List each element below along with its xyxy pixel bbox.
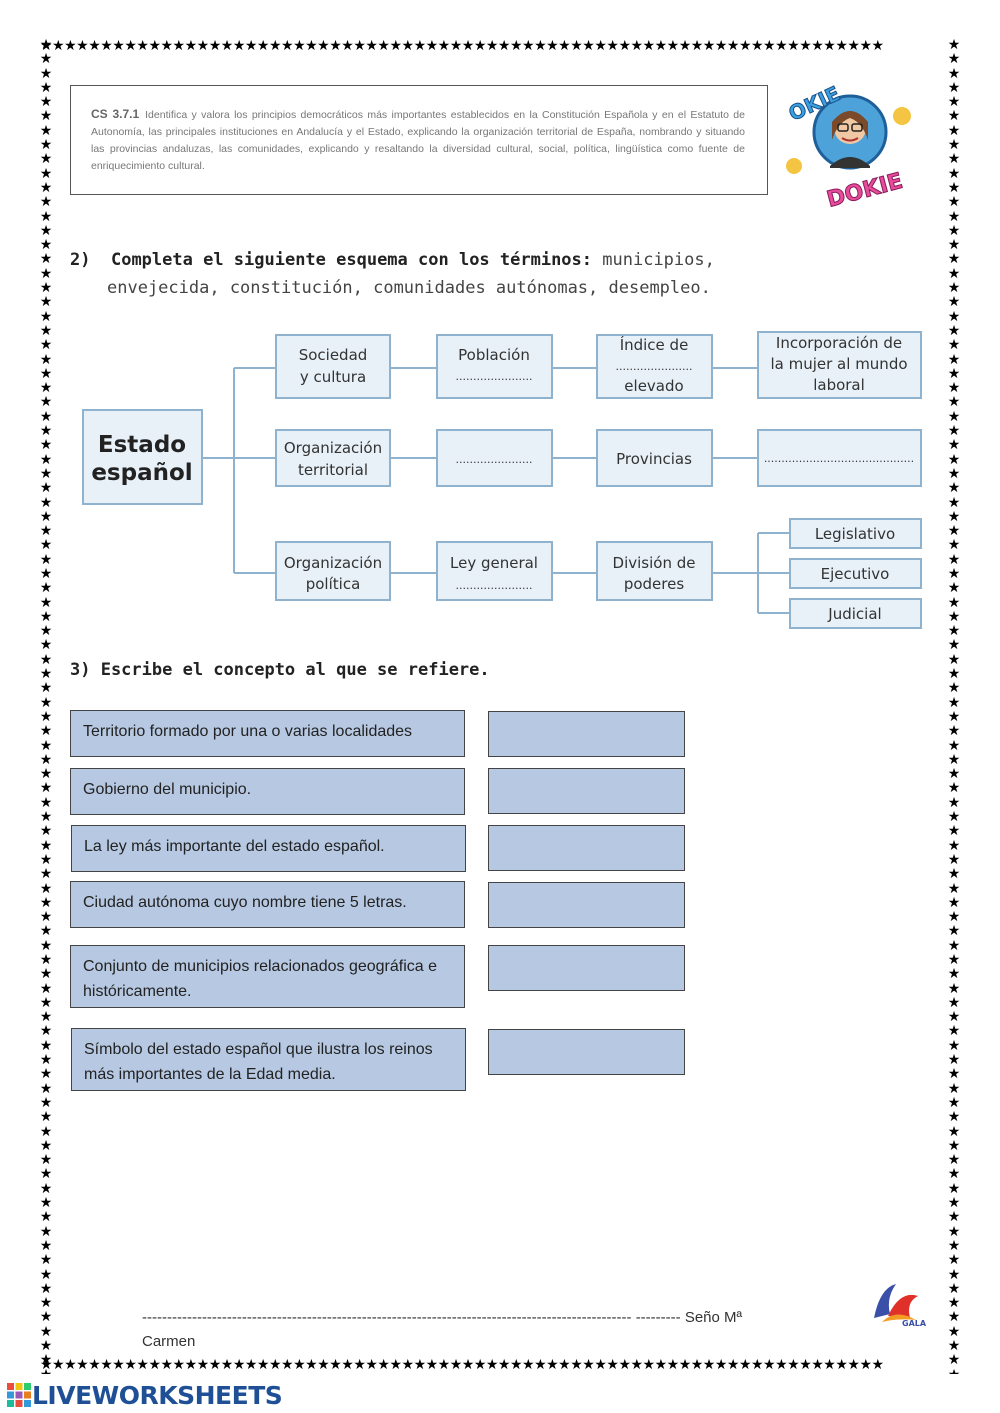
liveworksheets-wordmark: LIVEWORKSHEETS — [32, 1380, 283, 1410]
question-3-item-2: Gobierno del municipio. — [70, 768, 465, 815]
diagram-r2-a-line1: Organización — [284, 439, 382, 457]
school-logo-text: GALA — [902, 1319, 926, 1328]
question-2: 2) Completa el siguiente esquema con los… — [70, 246, 930, 302]
liveworksheets-icon — [7, 1383, 31, 1407]
standard-text: Identifica y valora los principios democ… — [91, 109, 745, 172]
star-border-top: ★★★★★★★★★★★★★★★★★★★★★★★★★★★★★★★★★★★★★★★★… — [40, 38, 884, 54]
diagram-r2-b-blank: ...................... — [456, 453, 533, 466]
diagram-r1-d-line3: laboral — [813, 376, 865, 394]
diagram-r1-c-blank: ...................... — [616, 360, 693, 373]
school-logo: GALA — [874, 1284, 926, 1328]
diagram-r3-a-line1: Organización — [284, 554, 382, 572]
footer-author-name: Carmen — [142, 1333, 196, 1350]
star-border-bottom: ★★★★★★★★★★★★★★★★★★★★★★★★★★★★★★★★★★★★★★★★… — [40, 1357, 884, 1373]
diagram-r2-a-line2: territorial — [298, 461, 368, 479]
answer-input-2[interactable] — [488, 768, 685, 814]
answer-input-6[interactable] — [488, 1029, 685, 1075]
question-2-terms-line2: envejecida, constitución, comunidades au… — [107, 278, 711, 298]
star-border-right: ★★★★★★★★★★★★★★★★★★★★★★★★★★★★★★★★★★★★★★★★… — [947, 38, 961, 1374]
question-3-item-3: La ley más importante del estado español… — [71, 825, 466, 872]
diagram-r1-d-line1: Incorporación de — [776, 334, 902, 352]
logo-word-dokie: DOKIE — [824, 169, 905, 210]
diagram-r3-d2: Ejecutivo — [821, 565, 890, 583]
okie-dokie-avatar-logo: OKIE DOKIE — [784, 81, 911, 210]
diagram-root-line2: español — [91, 460, 192, 486]
question-3-item-5: Conjunto de municipios relacionados geog… — [70, 945, 465, 1008]
question-2-instruction: Completa el siguiente esquema con los té… — [110, 250, 593, 270]
standard-code: CS 3.7.1 — [91, 107, 140, 121]
liveworksheets-logo[interactable]: LIVEWORKSHEETS — [6, 1380, 283, 1410]
diagram-r1-a-line1: Sociedad — [299, 346, 368, 364]
diagram-r1-a-line2: y cultura — [300, 368, 366, 386]
diagram-r3-a-line2: política — [306, 575, 361, 593]
answer-input-5[interactable] — [488, 945, 685, 991]
star-border-left: ★★★★★★★★★★★★★★★★★★★★★★★★★★★★★★★★★★★★★★★★… — [39, 38, 53, 1374]
answer-input-4[interactable] — [488, 882, 685, 928]
diagram-r2-d-blank: ........................................… — [764, 452, 914, 465]
footer-signature-line: ----------------------------------------… — [142, 1309, 743, 1326]
diagram-r1-d-line2: la mujer al mundo — [770, 355, 907, 373]
diagram-r3-b-blank: ...................... — [456, 579, 533, 592]
diagram-r3-d1: Legislativo — [815, 525, 895, 543]
answer-input-3[interactable] — [488, 825, 685, 871]
question-3-item-1: Territorio formado por una o varias loca… — [70, 710, 465, 757]
diagram-r3-c-line1: División de — [613, 554, 696, 572]
question-3-item-6: Símbolo del estado español que ilustra l… — [71, 1028, 466, 1091]
question-2-number: 2) — [70, 250, 91, 270]
diagram-r3-d3: Judicial — [827, 605, 881, 623]
answer-input-1[interactable] — [488, 711, 685, 757]
question-2-terms-line1: municipios, — [602, 250, 715, 270]
diagram-r3-c-line2: poderes — [624, 575, 685, 593]
diagram-r2-c: Provincias — [616, 450, 692, 468]
question-3-title: 3) Escribe el concepto al que se refiere… — [70, 660, 490, 680]
diagram-r1-c-bottom: elevado — [624, 377, 683, 395]
diagram-r1-c-top: Índice de — [620, 335, 689, 354]
diagram-root-line1: Estado — [98, 432, 186, 458]
diagram-r1-b: Población — [458, 346, 530, 364]
concept-diagram: Estado español Sociedad y cultura Poblac… — [82, 331, 922, 629]
diagram-r1-b-blank: ...................... — [456, 370, 533, 383]
diagram-root-box — [82, 409, 203, 505]
question-3-item-4: Ciudad autónoma cuyo nombre tiene 5 letr… — [70, 881, 465, 928]
diagram-r3-b: Ley general — [450, 554, 538, 572]
